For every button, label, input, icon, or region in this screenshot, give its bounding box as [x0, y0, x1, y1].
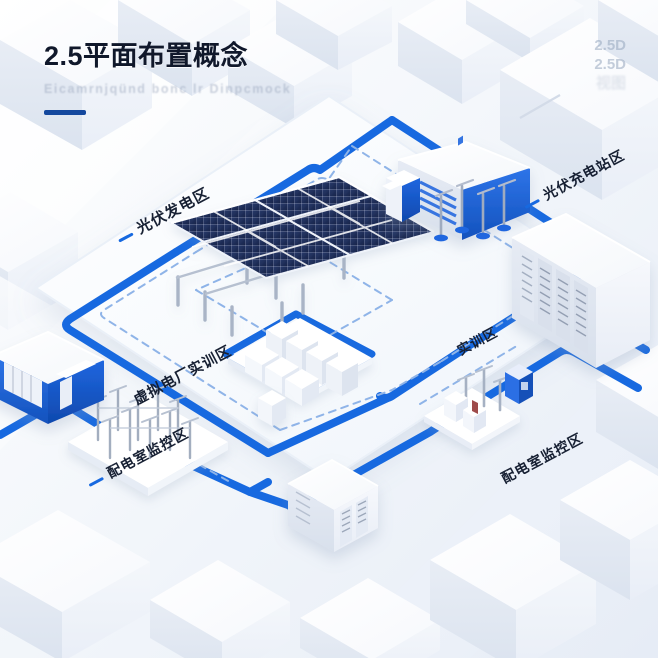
page-subtitle: Eicamrnjqünd bonc lr Dinpcmock [44, 82, 292, 96]
training-equipment-rigs[interactable] [424, 135, 533, 450]
solar-panel-array[interactable] [168, 175, 437, 337]
title-accent-rule [44, 110, 86, 115]
page-title: 2.5平面布置概念 [44, 41, 249, 71]
label-dash-pv-charging [524, 198, 540, 209]
server-cabinet-unit[interactable] [287, 458, 379, 552]
ev-charging-posts[interactable] [434, 178, 517, 242]
battery-rack-hall[interactable] [511, 212, 651, 368]
label-dash-pv-generation [117, 231, 134, 243]
watermark-line-1: 2.5D [594, 37, 626, 54]
label-dash-distribution-left [88, 476, 104, 487]
auxiliary-cabinet[interactable] [258, 390, 286, 426]
watermark-line-2: 2.5D [594, 56, 626, 73]
page-header: 2.5平面布置概念 Eicamrnjqünd bonc lr Dinpcmock [44, 34, 291, 115]
route-main-loop [62, 116, 604, 457]
control-room-building[interactable] [0, 330, 105, 424]
equipment-cabinet-cluster[interactable] [228, 318, 372, 406]
corner-watermark: 2.5D 2.5D 视图 [594, 36, 626, 93]
watermark-line-3: 视图 [595, 75, 626, 92]
charging-station-building[interactable] [382, 140, 531, 240]
